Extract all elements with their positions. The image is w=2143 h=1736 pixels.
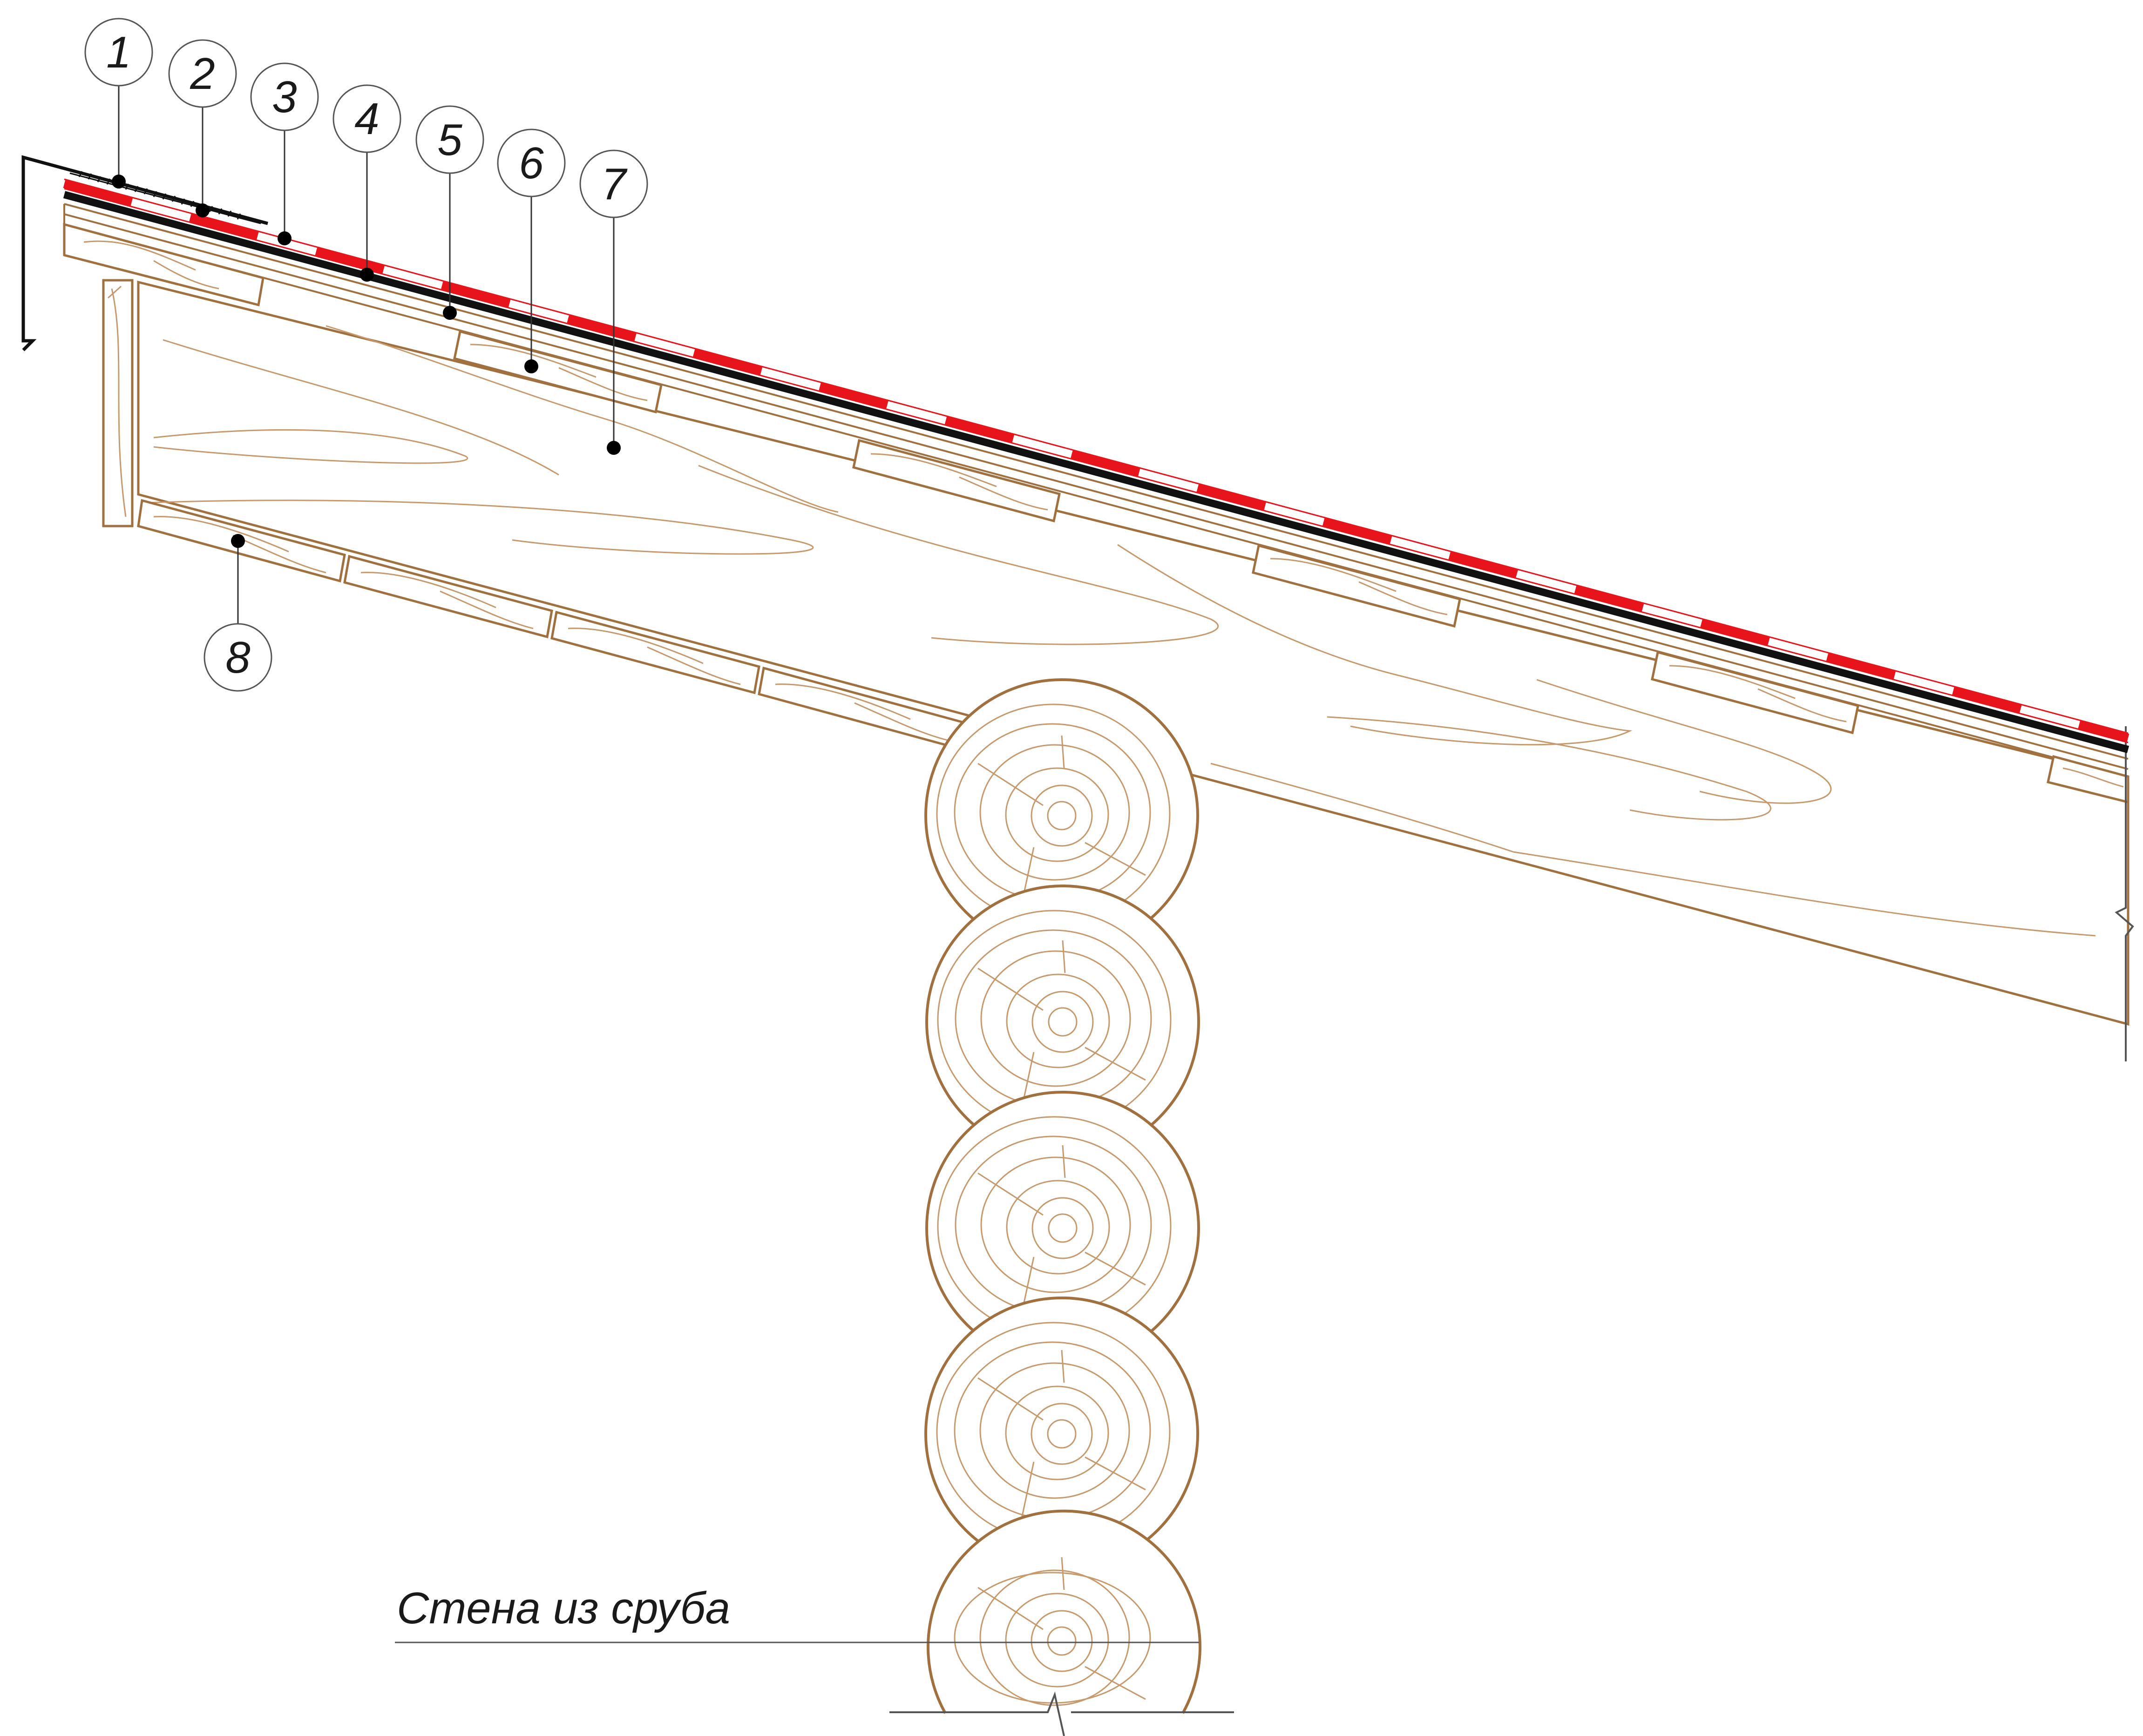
callout-7: 7 bbox=[579, 149, 648, 218]
membrane-red-outline bbox=[64, 178, 2129, 734]
eave-strip-hatch bbox=[69, 171, 261, 224]
soffit-grain bbox=[153, 516, 948, 741]
leader-dots bbox=[112, 175, 621, 548]
callout-2-label: 2 bbox=[190, 49, 215, 99]
wall-label: Стена из сруба bbox=[397, 1583, 730, 1633]
log-1 bbox=[924, 678, 1199, 953]
rafter bbox=[137, 280, 2129, 1026]
battens bbox=[453, 330, 2129, 804]
batten-grain bbox=[470, 344, 2124, 788]
callout-5: 5 bbox=[415, 105, 484, 174]
callout-8-label: 8 bbox=[225, 633, 250, 682]
drip-edge-flashing bbox=[21, 155, 268, 351]
wall-caption: Стена из сруба bbox=[395, 1583, 1199, 1643]
log-5 bbox=[927, 1509, 1201, 1714]
section-break-right bbox=[2115, 726, 2134, 1061]
callout-1: 1 bbox=[84, 18, 153, 87]
callout-3-label: 3 bbox=[272, 72, 297, 122]
log-wall bbox=[889, 678, 1234, 1736]
callout-8: 8 bbox=[203, 623, 272, 692]
callout-5-label: 5 bbox=[437, 115, 462, 165]
membrane-red-dashed bbox=[63, 180, 2129, 742]
callout-4: 4 bbox=[332, 84, 401, 153]
callout-4-label: 4 bbox=[354, 94, 379, 144]
callout-6: 6 bbox=[497, 128, 566, 197]
leader-lines bbox=[118, 74, 615, 628]
fascia-board bbox=[102, 279, 134, 527]
callout-7-label: 7 bbox=[601, 159, 628, 209]
roofing-layers bbox=[63, 178, 2129, 753]
callout-3: 3 bbox=[250, 62, 319, 131]
callout-6-label: 6 bbox=[519, 138, 544, 188]
callout-1-label: 1 bbox=[106, 27, 131, 77]
membrane-black bbox=[63, 191, 2129, 753]
eave-board bbox=[63, 223, 264, 307]
log-4 bbox=[924, 1297, 1199, 1571]
rafter-grain bbox=[144, 325, 2096, 937]
callout-2: 2 bbox=[168, 39, 237, 108]
